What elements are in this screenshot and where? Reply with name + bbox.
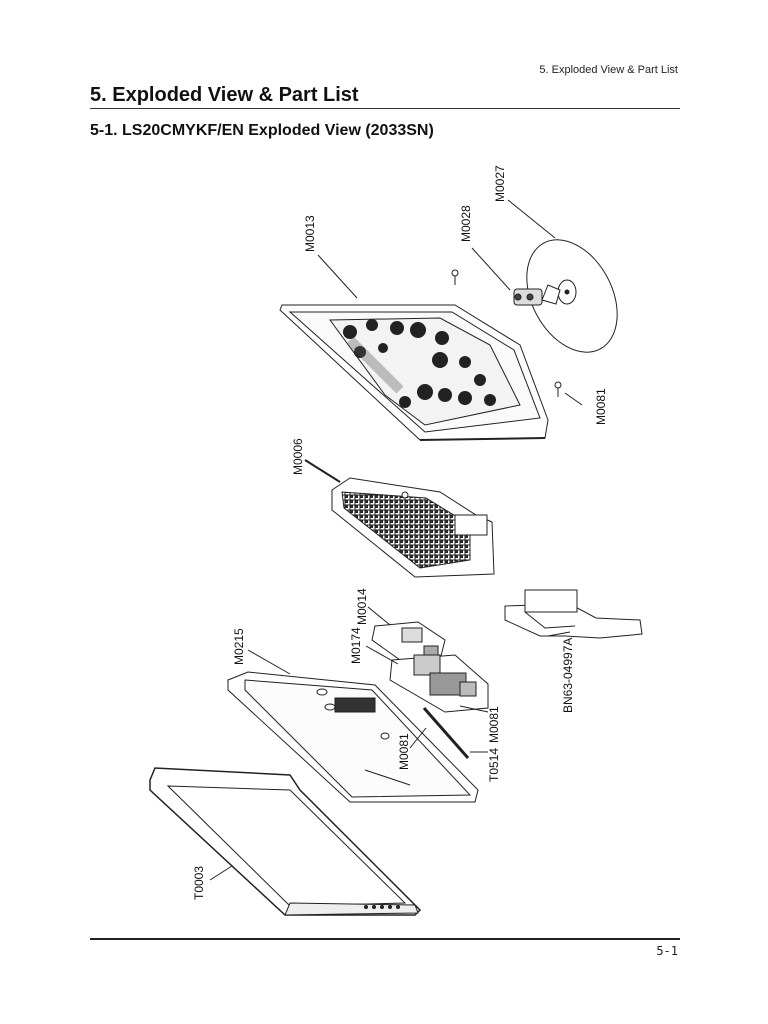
label-m0081-mid: M0081 xyxy=(487,706,501,743)
stand-hinge xyxy=(513,284,561,306)
circuit-board-lower xyxy=(389,654,489,713)
label-m0014: M0014 xyxy=(355,588,369,625)
label-m0013: M0013 xyxy=(303,215,317,252)
footer-rule xyxy=(90,938,680,940)
label-bn63: BN63-04997A xyxy=(561,638,575,713)
label-m0027: M0027 xyxy=(493,165,507,202)
subsection-title: 5-1. LS20CMYKF/EN Exploded View (2033SN) xyxy=(90,122,434,139)
label-m0081-top: M0081 xyxy=(594,388,608,425)
title-rule xyxy=(90,108,680,109)
label-m0081-low: M0081 xyxy=(397,733,411,770)
stand-base xyxy=(526,239,618,353)
rear-cover xyxy=(279,304,549,441)
label-t0003: T0003 xyxy=(192,866,206,900)
running-header: 5. Exploded View & Part List xyxy=(539,64,678,76)
page-number: 5-1 xyxy=(656,944,678,958)
side-bracket xyxy=(504,589,643,639)
label-m0174: M0174 xyxy=(349,627,363,664)
circuit-board-upper xyxy=(371,621,446,661)
front-bezel xyxy=(149,767,422,916)
label-m0006: M0006 xyxy=(291,438,305,475)
panel-middle-frame xyxy=(227,671,479,803)
main-chassis xyxy=(331,477,495,578)
screw-icon xyxy=(451,269,459,285)
cable xyxy=(364,707,470,786)
leader-lines xyxy=(209,199,583,881)
label-m0215: M0215 xyxy=(232,628,246,665)
label-t0514: T0514 xyxy=(487,748,501,782)
section-title: 5. Exploded View & Part List xyxy=(90,84,359,106)
screw-icon xyxy=(554,381,562,397)
label-m0028: M0028 xyxy=(459,205,473,242)
